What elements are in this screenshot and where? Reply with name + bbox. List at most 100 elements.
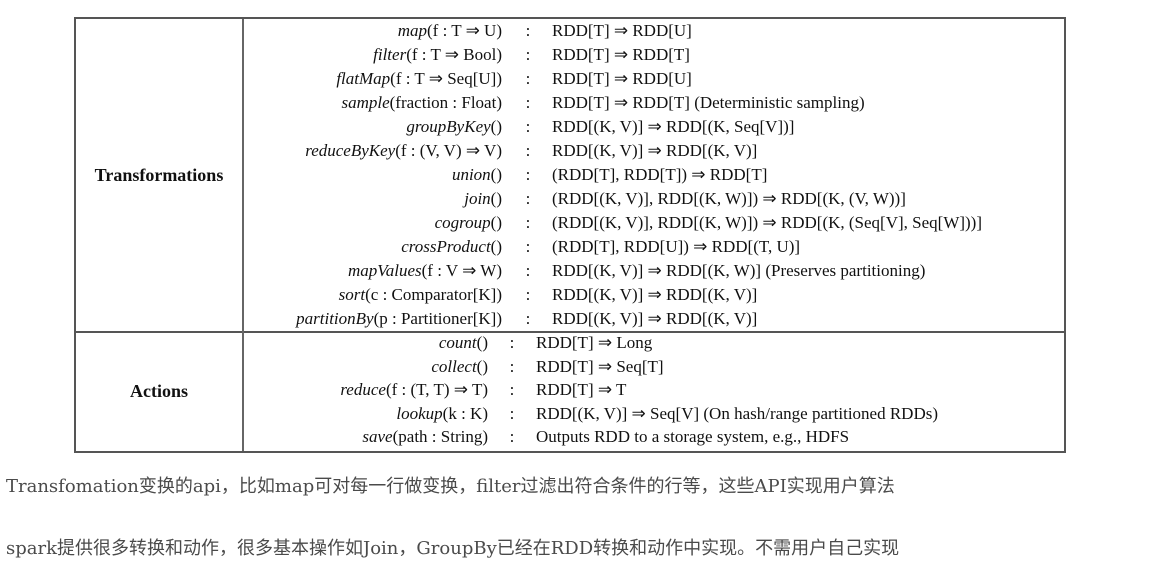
table-row: crossProduct(): (RDD[T], RDD[U]) ⇒ RDD[(T… — [242, 235, 1064, 259]
column-divider — [242, 19, 244, 331]
table-row: reduce(f : (T, T) ⇒ T):RDD[T] ⇒ T — [242, 378, 1064, 402]
operation-args: (f : T ⇒ Bool) — [406, 45, 502, 64]
operation-signature: filter(f : T ⇒ Bool) — [242, 43, 502, 67]
operation-signature: union() — [242, 163, 502, 187]
transformations-label: Transformations — [94, 165, 224, 185]
operation-type: (RDD[(K, V)], RDD[(K, W)]) ⇒ RDD[(K, (V,… — [552, 189, 906, 208]
operation-name: union — [451, 165, 491, 184]
separator-colon: : — [509, 403, 515, 423]
operation-type: RDD[T] ⇒ T — [536, 380, 627, 400]
operation-type: RDD[(K, V)] ⇒ Seq[V] (On hash/range part… — [536, 403, 939, 423]
operation-name: map — [397, 21, 427, 40]
operation-signature: save(path : String) — [242, 425, 488, 449]
column-divider — [242, 331, 244, 451]
operation-name: count — [438, 333, 477, 352]
separator-colon: : — [525, 309, 531, 328]
operation-name: crossProduct — [401, 237, 491, 256]
operation-name: reduce — [340, 380, 386, 400]
operation-type: RDD[(K, V)] ⇒ RDD[(K, Seq[V])] — [552, 117, 795, 136]
operation-signature: cogroup() — [242, 211, 502, 235]
operation-type: RDD[(K, V)] ⇒ RDD[(K, V)] — [552, 141, 758, 160]
operation-args: (f : T ⇒ Seq[U]) — [390, 69, 502, 88]
operation-type: Outputs RDD to a storage system, e.g., H… — [536, 427, 850, 447]
operation-type: (RDD[T], RDD[T]) ⇒ RDD[T] — [552, 165, 768, 184]
separator-colon: : — [525, 165, 531, 184]
operation-args: () — [490, 213, 502, 232]
operation-type: RDD[T] ⇒ Long — [536, 333, 653, 352]
operation-name: lookup — [396, 403, 443, 423]
separator-colon: : — [525, 237, 531, 256]
operation-type: RDD[T] ⇒ RDD[T] (Deterministic sampling) — [552, 93, 865, 112]
separator-colon: : — [525, 93, 531, 112]
operation-signature: mapValues(f : V ⇒ W) — [242, 259, 502, 283]
operation-type: RDD[(K, V)] ⇒ RDD[(K, W)] (Preserves par… — [552, 261, 926, 280]
operation-signature: partitionBy(p : Partitioner[K]) — [242, 307, 502, 331]
operation-type: RDD[(K, V)] ⇒ RDD[(K, V)] — [552, 309, 758, 328]
operation-args: (fraction : Float) — [389, 93, 502, 112]
separator-colon: : — [509, 333, 515, 352]
operation-type: (RDD[(K, V)], RDD[(K, W)]) ⇒ RDD[(K, (Se… — [552, 213, 983, 232]
operation-name: filter — [373, 45, 407, 64]
operation-args: () — [490, 117, 502, 136]
table-row: save(path : String):Outputs RDD to a sto… — [242, 425, 1064, 449]
operation-name: mapValues — [347, 261, 422, 280]
operation-args: () — [490, 189, 502, 208]
operation-args: () — [490, 165, 502, 184]
operation-signature: sort(c : Comparator[K]) — [242, 283, 502, 307]
caption-text: spark提供很多转换和动作，很多基本操作如Join，GroupBy已经在RDD… — [6, 538, 900, 559]
operation-type: RDD[T] ⇒ Seq[T] — [536, 356, 664, 376]
operation-signature: count() — [242, 331, 488, 355]
operation-args: (f : (V, V) ⇒ V) — [395, 141, 502, 160]
operation-type: RDD[(K, V)] ⇒ RDD[(K, V)] — [552, 285, 758, 304]
operation-signature: reduce(f : (T, T) ⇒ T) — [242, 378, 488, 402]
separator-colon: : — [525, 213, 531, 232]
operation-signature: map(f : T ⇒ U) — [242, 19, 502, 43]
operation-name: save — [362, 427, 393, 447]
operation-args: (path : String) — [392, 427, 488, 447]
operation-args: (f : V ⇒ W) — [421, 261, 502, 280]
operation-name: sample — [341, 93, 390, 112]
operation-signature: reduceByKey(f : (V, V) ⇒ V) — [242, 139, 502, 163]
operation-name: cogroup — [434, 213, 491, 232]
table-row: lookup(k : K): RDD[(K, V)] ⇒ Seq[V] (On h… — [242, 402, 1064, 426]
separator-colon: : — [525, 21, 531, 40]
operation-args: () — [490, 237, 502, 256]
operation-args: () — [476, 356, 488, 376]
operation-args: (k : K) — [442, 403, 488, 423]
operation-signature: join() — [242, 187, 502, 211]
operation-args: () — [476, 333, 488, 352]
operation-args: (f : T ⇒ U) — [427, 21, 502, 40]
table-row: groupByKey(): RDD[(K, V)] ⇒ RDD[(K, Seq[V… — [242, 115, 1064, 139]
operation-args: (p : Partitioner[K]) — [373, 309, 502, 328]
operation-name: groupByKey — [406, 117, 491, 136]
table-row: mapValues(f : V ⇒ W): RDD[(K, V)] ⇒ RDD[(… — [242, 259, 1064, 283]
table-row: cogroup(): (RDD[(K, V)], RDD[(K, W)]) ⇒ R… — [242, 211, 1064, 235]
operation-name: collect — [431, 356, 477, 376]
operation-signature: lookup(k : K) — [242, 402, 488, 426]
operation-type: (RDD[T], RDD[U]) ⇒ RDD[(T, U)] — [552, 237, 801, 256]
operation-args: (c : Comparator[K]) — [365, 285, 502, 304]
table-row: count(): RDD[T] ⇒ Long — [242, 331, 1064, 355]
caption-text: Transfomation变换的api，比如map可对每一行做变换，filter… — [6, 476, 895, 497]
separator-colon: : — [525, 285, 531, 304]
actions-label: Actions — [130, 381, 188, 401]
operation-name: sort — [338, 285, 366, 304]
table-row: flatMap(f : T ⇒ Seq[U]):RDD[T] ⇒ RDD[U] — [242, 67, 1064, 91]
table-row: sort(c : Comparator[K]): RDD[(K, V)] ⇒ RD… — [242, 283, 1064, 307]
separator-colon: : — [525, 261, 531, 280]
table-row: collect():RDD[T] ⇒ Seq[T] — [242, 355, 1064, 379]
operation-signature: collect() — [242, 355, 488, 379]
transformations-section: Transformations map(f : T ⇒ U): RDD[T] ⇒ … — [76, 19, 1064, 333]
separator-colon: : — [525, 69, 531, 88]
operation-name: reduceByKey — [305, 141, 396, 160]
operation-signature: flatMap(f : T ⇒ Seq[U]) — [242, 67, 502, 91]
operation-name: join — [464, 189, 491, 208]
table-row: union(): (RDD[T], RDD[T]) ⇒ RDD[T] — [242, 163, 1064, 187]
spark-operations-table: Transformations map(f : T ⇒ U): RDD[T] ⇒ … — [74, 17, 1066, 453]
separator-colon: : — [525, 117, 531, 136]
table-row: join():(RDD[(K, V)], RDD[(K, W)]) ⇒ RDD[… — [242, 187, 1064, 211]
operation-args: (f : (T, T) ⇒ T) — [385, 380, 488, 400]
operation-type: RDD[T] ⇒ RDD[T] — [552, 45, 690, 64]
table-row: filter(f : T ⇒ Bool):RDD[T] ⇒ RDD[T] — [242, 43, 1064, 67]
operation-name: partitionBy — [296, 309, 374, 328]
